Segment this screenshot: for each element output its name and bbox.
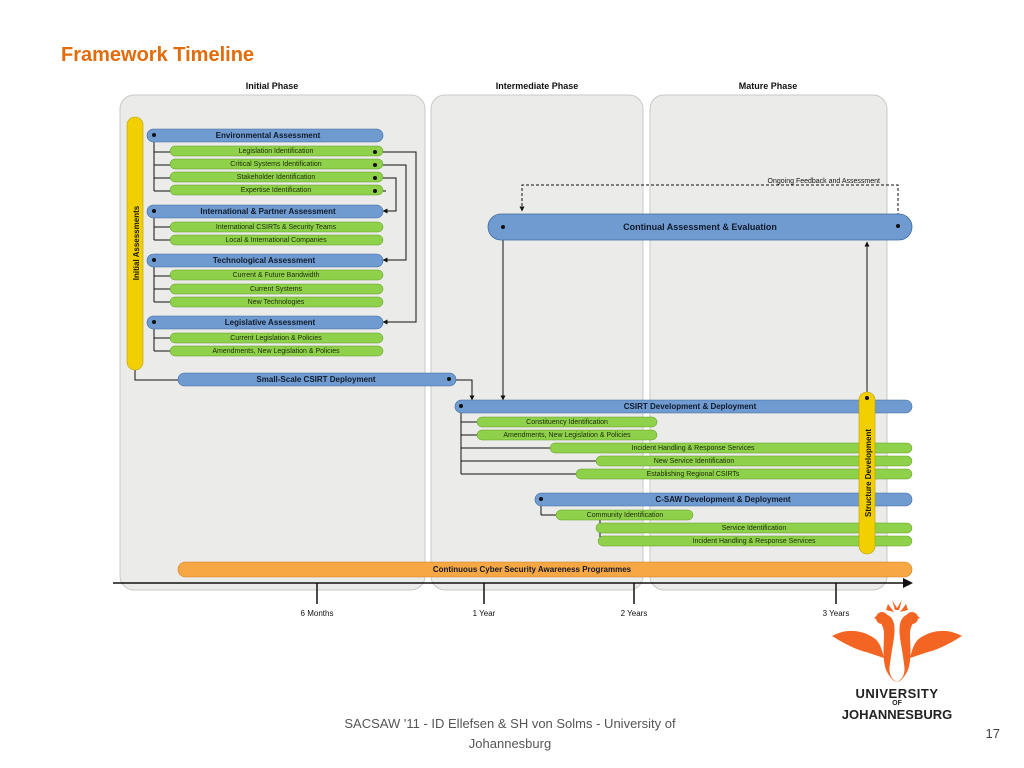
international-title: International & Partner Assessment	[200, 207, 336, 216]
small-scale-title: Small-Scale CSIRT Deployment	[256, 375, 375, 384]
environmental-title: Environmental Assessment	[216, 131, 321, 140]
phase-label-mature: Mature Phase	[739, 81, 798, 91]
technological-item-bar	[169, 296, 384, 308]
university-bird-emblem-icon	[832, 600, 962, 682]
csaw-item-bar	[555, 509, 694, 521]
technological-item-bar	[169, 283, 384, 295]
csirt-item: New Service Identification	[654, 458, 735, 465]
legislative-item-bar	[169, 332, 384, 344]
csirt-dev-bar	[454, 399, 913, 414]
csirt-item-bar	[476, 416, 658, 428]
technological-bar	[146, 253, 384, 268]
feedback-note: Ongoing Feedback and Assessment	[768, 178, 881, 185]
csirt-dev-title: CSIRT Development & Deployment	[624, 402, 757, 411]
structure-development-label: Structure Development	[864, 429, 873, 517]
environmental-item-bar	[169, 171, 384, 183]
csaw-item-bar	[595, 522, 913, 534]
csaw-item: Service Identification	[722, 525, 787, 532]
logo-text-university: UNIVERSITY	[855, 686, 939, 701]
csaw-item-bar	[597, 535, 913, 547]
environmental-item: Stakeholder Identification	[237, 174, 316, 181]
csirt-item: Incident Handling & Response Services	[632, 445, 755, 452]
legislative-group: Legislative Assessment Current Legislati…	[146, 315, 384, 357]
awareness-bar	[177, 561, 913, 578]
environmental-item: Critical Systems Identification	[230, 161, 322, 168]
international-item: Local & International Companies	[225, 237, 327, 244]
continual-title: Continual Assessment & Evaluation	[623, 222, 777, 232]
csaw-dev-title: C-SAW Development & Deployment	[655, 495, 790, 504]
page-number: 17	[985, 726, 1000, 741]
csirt-item: Constituency Identification	[526, 419, 608, 426]
legislative-item: Current Legislation & Policies	[230, 335, 322, 342]
legislative-item-bar	[169, 345, 384, 357]
awareness-title: Continuous Cyber Security Awareness Prog…	[433, 565, 632, 574]
university-logo: UNIVERSITY OF JOHANNESBURG	[822, 598, 972, 723]
environmental-item-bar	[169, 184, 384, 196]
csaw-item: Incident Handling & Response Services	[693, 538, 816, 545]
international-group: International & Partner Assessment Inter…	[146, 204, 384, 246]
csaw-dev-bar	[534, 492, 913, 507]
tick-1-year: 1 Year	[473, 609, 496, 618]
csirt-item-bar	[549, 442, 913, 454]
tick-6-months: 6 Months	[301, 609, 334, 618]
csirt-dev-group: CSIRT Development & Deployment Constitue…	[454, 399, 913, 480]
tick-3-years: 3 Years	[823, 609, 850, 618]
phase-label-initial: Initial Phase	[246, 81, 299, 91]
international-item-bar	[169, 234, 384, 246]
small-scale-group: Small-Scale CSIRT Deployment	[177, 372, 457, 387]
international-item: International CSIRTs & Security Teams	[216, 224, 337, 231]
technological-item-bar	[169, 269, 384, 281]
environmental-item: Expertise Identification	[241, 187, 312, 194]
legislative-title: Legislative Assessment	[225, 318, 316, 327]
environmental-group: Environmental Assessment Legislation Ide…	[146, 128, 384, 196]
technological-title: Technological Assessment	[213, 256, 316, 265]
csirt-item-bar	[575, 468, 913, 480]
phase-label-intermediate: Intermediate Phase	[496, 81, 579, 91]
timeline-axis: 6 Months 1 Year 2 Years 3 Years	[113, 578, 913, 618]
tick-2-years: 2 Years	[621, 609, 648, 618]
technological-item: New Technologies	[248, 299, 305, 306]
continual-group: Continual Assessment & Evaluation Ongoin…	[487, 178, 913, 241]
technological-item: Current & Future Bandwidth	[233, 272, 320, 279]
continual-bar	[487, 213, 913, 241]
environmental-item-bar	[169, 158, 384, 170]
international-item-bar	[169, 221, 384, 233]
csaw-dev-group: C-SAW Development & Deployment Community…	[534, 492, 913, 547]
legislative-item: Amendments, New Legislation & Policies	[212, 348, 340, 355]
csirt-item-bar	[595, 455, 913, 467]
slide-footer: SACSAW '11 - ID Ellefsen & SH von Solms …	[344, 716, 676, 751]
csirt-item: Amendments, New Legislation & Policies	[503, 432, 631, 439]
small-scale-bar	[177, 372, 457, 387]
csirt-item: Establishing Regional CSIRTs	[647, 471, 740, 478]
structure-development-bar	[858, 391, 876, 555]
technological-group: Technological Assessment Current & Futur…	[146, 253, 384, 308]
initial-assessments-bar	[126, 116, 144, 371]
logo-text-johannesburg: JOHANNESBURG	[841, 707, 953, 722]
slide-title: Framework Timeline	[61, 44, 255, 66]
initial-assessments-label: Initial Assessments	[132, 205, 141, 280]
logo-text-of: OF	[892, 700, 902, 707]
environmental-item-bar	[169, 145, 384, 157]
technological-item: Current Systems	[250, 286, 303, 293]
framework-timeline-diagram: Initial Phase Intermediate Phase Mature …	[113, 81, 913, 618]
environmental-item: Legislation Identification	[239, 148, 314, 155]
international-bar	[146, 204, 384, 219]
csaw-item: Community Identification	[587, 512, 664, 519]
legislative-bar	[146, 315, 384, 330]
environmental-bar	[146, 128, 384, 143]
csirt-item-bar	[476, 429, 658, 441]
